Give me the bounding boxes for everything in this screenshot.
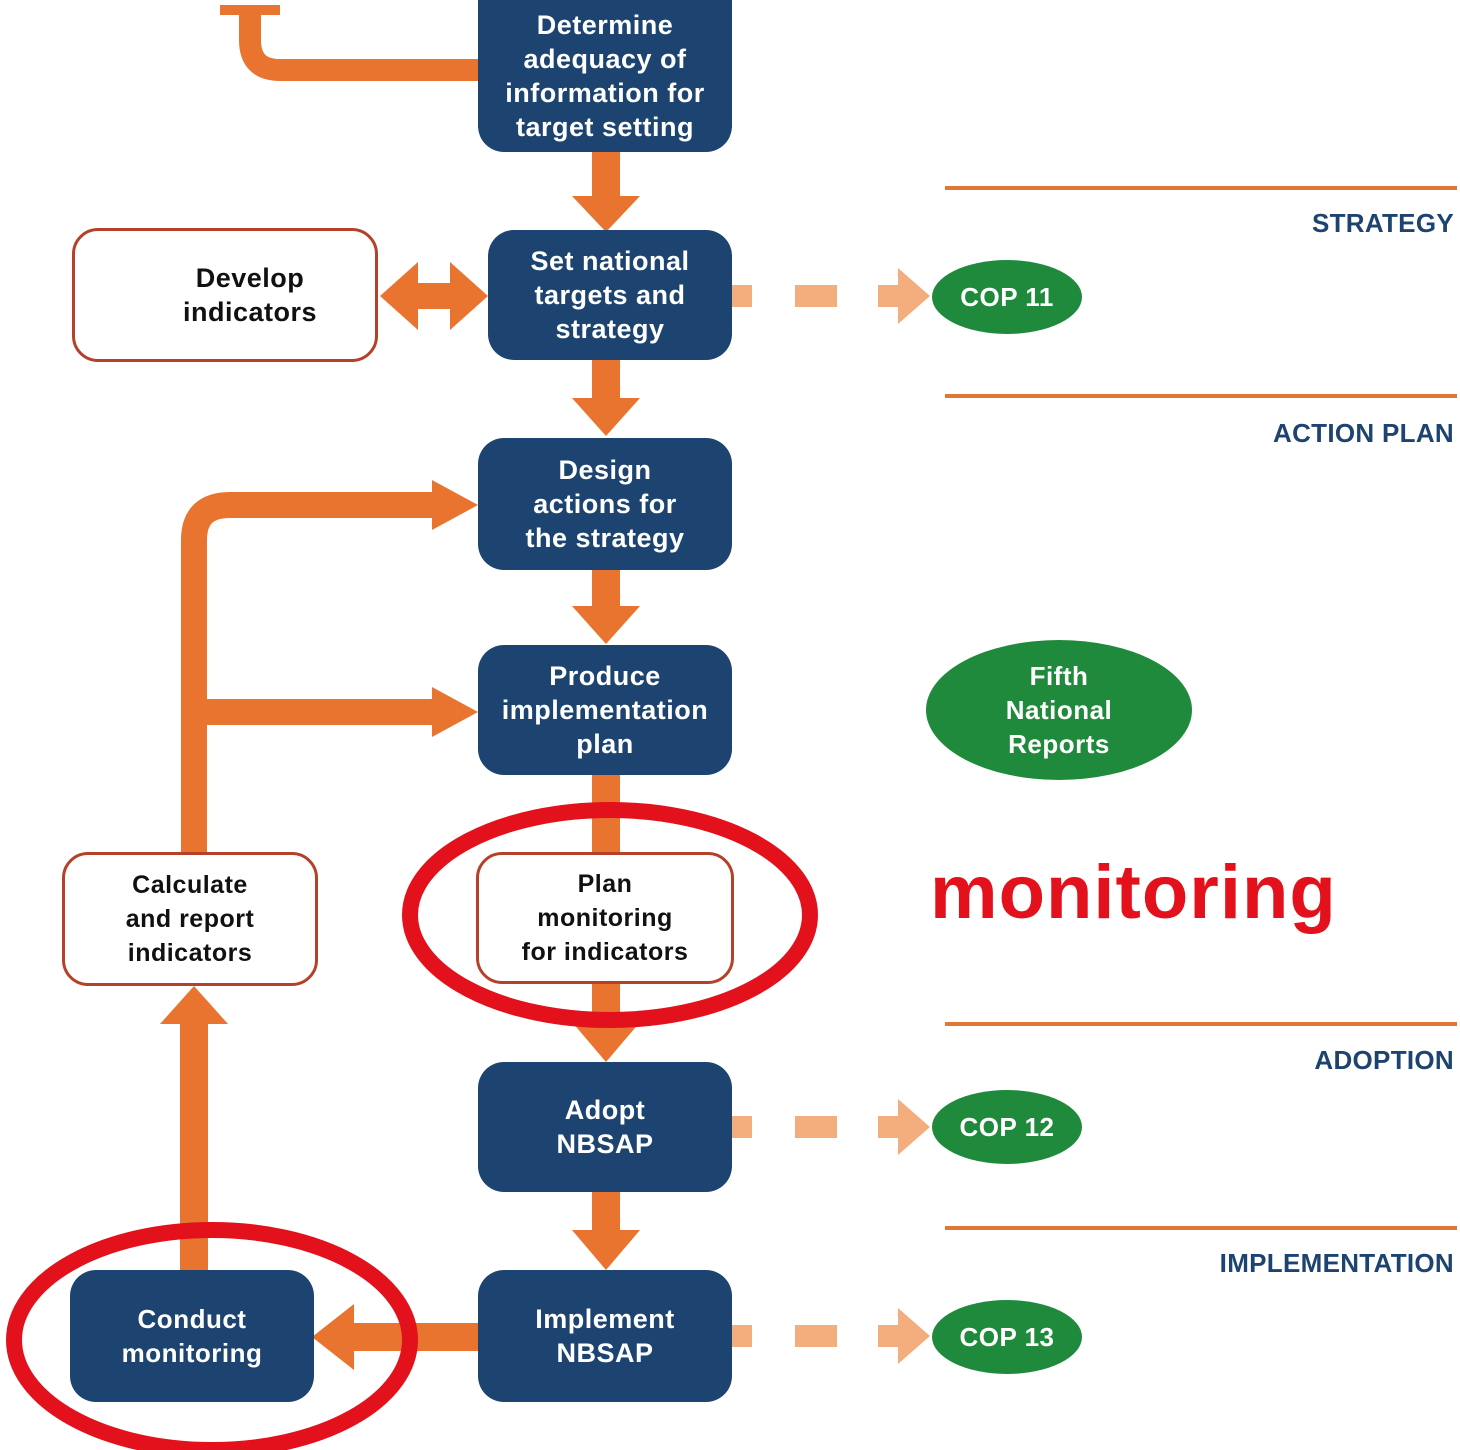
action-plan-heading: ACTION PLAN: [1273, 418, 1454, 448]
arrowhead-into-design: [432, 480, 478, 530]
arrow-adopt-to-implement: [572, 1190, 640, 1270]
arrow-implement-to-conduct: [312, 1304, 480, 1370]
plan-monitoring-step: Plan monitoring for indicators: [476, 852, 734, 984]
arrow-determine-to-set: [572, 150, 640, 232]
arrow-design-to-produce: [572, 568, 640, 644]
produce-plan-step: Produce implementation plan: [478, 645, 732, 775]
conduct-monitoring-step: Conduct monitoring: [70, 1270, 314, 1402]
action-plan-rule: [945, 394, 1457, 398]
implementation-rule: [945, 1226, 1457, 1230]
top-loop-connector: [239, 10, 480, 81]
cop12-milestone: COP 12: [932, 1090, 1082, 1164]
adoption-heading: ADOPTION: [1314, 1045, 1454, 1075]
double-arrow-develop-set: [380, 262, 488, 330]
implement-nbsap-step: Implement NBSAP: [478, 1270, 732, 1402]
calculate-report-step: Calculate and report indicators: [62, 852, 318, 986]
strategy-heading: STRATEGY: [1311, 208, 1454, 238]
implementation-heading: IMPLEMENTATION: [1219, 1248, 1454, 1278]
arrow-conduct-to-calculate: [160, 986, 228, 1274]
arrow-produce-to-plan: [592, 772, 620, 854]
cop13-milestone: COP 13: [932, 1300, 1082, 1374]
fifth-national-reports-milestone: Fifth National Reports: [926, 640, 1192, 780]
arrow-plan-to-adopt: [572, 982, 640, 1062]
develop-indicators-label: Develop indicators: [183, 263, 318, 327]
set-targets-step: Set national targets and strategy: [488, 230, 732, 360]
develop-indicators-step: Develop indicators: [72, 228, 378, 362]
dashed-arrow-cop11: [732, 268, 930, 324]
adoption-rule: [945, 1022, 1457, 1026]
monitoring-annotation: monitoring: [930, 850, 1337, 935]
dashed-arrow-cop12: [732, 1099, 930, 1155]
dashed-arrow-cop13: [732, 1308, 930, 1364]
cop11-milestone: COP 11: [932, 260, 1082, 334]
adopt-nbsap-step: Adopt NBSAP: [478, 1062, 732, 1192]
design-actions-step: Design actions for the strategy: [478, 438, 732, 570]
feedback-loop: [181, 480, 478, 854]
strategy-rule: [945, 186, 1457, 190]
arrowhead-into-produce: [432, 687, 478, 737]
arrow-set-to-design: [572, 358, 640, 436]
determine-adequacy-step: Determine adequacy of information for ta…: [478, 0, 732, 152]
